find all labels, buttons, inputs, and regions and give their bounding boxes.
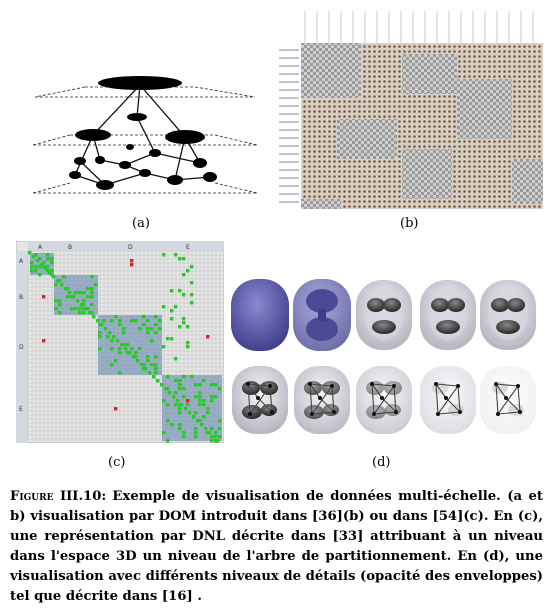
caption-prefix: Figure III.10: [10,489,107,504]
subfigure-b-label: (b) [400,216,419,231]
caption-text: Exemple de visualisation de données mult… [10,489,543,604]
matrix-col-header-d: D [128,244,133,251]
matrix-row-header-e: E [19,406,23,413]
subfigure-d-label: (d) [372,455,391,470]
subfigure-a-hierarchy-graph [32,76,258,194]
matrix-col-header-e: E [186,244,190,251]
figure-caption: Figure III.10: Exemple de visualisation … [10,487,543,607]
subfigure-b-dom-matrix [277,9,543,209]
subfigure-d-envelopes [231,279,536,434]
subfigure-c-label: (c) [108,455,126,470]
matrix-col-header-b: B [68,244,72,251]
matrix-row-header-d: D [19,344,24,351]
matrix-row-header-b: B [19,294,23,301]
subfigure-a-label: (a) [132,216,150,231]
matrix-col-header-a: A [38,244,43,251]
subfigure-c-dnl-matrix: A B D E A B D E [16,241,224,443]
matrix-row-header-a: A [19,258,24,265]
